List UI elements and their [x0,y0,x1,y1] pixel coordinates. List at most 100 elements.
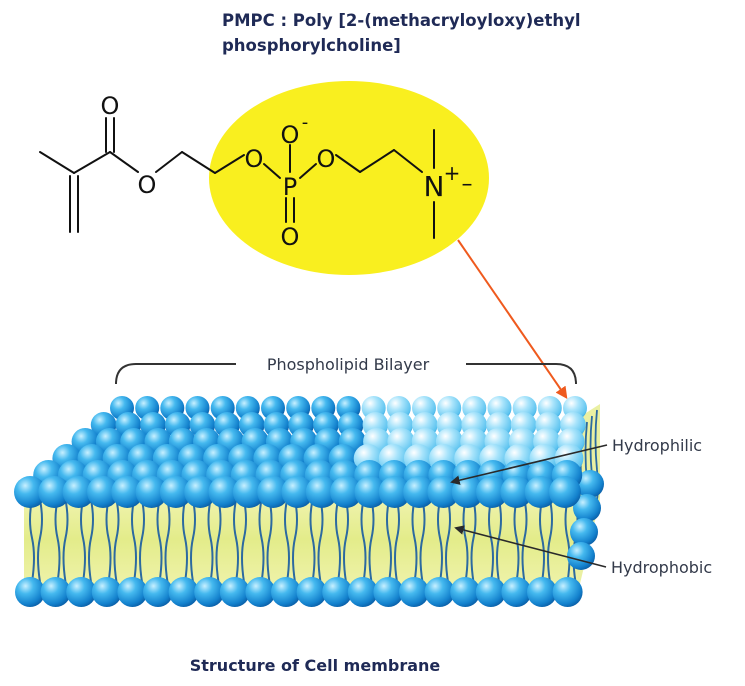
hydrophilic-label: Hydrophilic [612,436,702,455]
lipid-head [62,476,95,508]
phosphorylcholine-highlight [209,81,489,275]
atom-p-o-top-charge: - [302,112,309,133]
bond-p-o-right [299,163,317,179]
lipid-tails [29,409,600,583]
bond-oester-ch2 [155,151,183,173]
lipid-head [184,476,217,508]
atom-n-methyl-dash: – [462,172,473,197]
lipid-head [500,476,533,508]
lipid-tail [105,499,120,583]
lipid-tail [80,499,94,583]
bilayer-label: Phospholipid Bilayer [267,355,430,374]
lipid-head [194,577,225,607]
bond-ch2-o [214,154,245,174]
lipid-head [117,577,148,607]
atom-nitrogen: N [424,170,445,203]
lipid-head [40,577,71,607]
bond-alpha-carbonyl [73,151,111,174]
atom-p-o-top: O [281,121,300,149]
lipid-head [296,577,327,607]
lipid-tail [335,499,349,583]
pmpc-title-line1: PMPC : Poly [2-(methacryloyloxy)ethyl [222,11,581,30]
lipid-head [552,577,583,607]
lipid-head [573,494,601,522]
hydrophobic-core-front [24,486,578,592]
lipid-tail [156,499,171,583]
lipid-head [524,476,557,508]
lipid-tail [29,499,43,583]
lipid-tail [54,499,69,583]
atom-ester-o: O [138,171,157,199]
lipid-head [501,577,532,607]
atom-carbonyl-o: O [101,92,120,120]
lipid-head [208,476,241,508]
hydrophobic-arrow [454,525,607,568]
lipid-tail [411,499,426,583]
lipid-head [168,577,199,607]
lipid-head [271,577,301,607]
bond-methyl [39,151,75,174]
lipid-tail [594,409,600,511]
lipid-tail [386,499,400,583]
pmpc-title-line2: phosphorylcholine] [222,36,401,55]
lipid-head [143,577,173,607]
lipid-head [476,476,508,508]
lipid-head [549,476,581,508]
lipid-head [567,542,595,570]
lipid-head [257,476,290,508]
atom-p-o-bottom: O [281,223,300,251]
cell-membrane [14,396,604,607]
lipid-head [91,577,122,607]
lipid-tail [462,499,477,583]
bond-c-oester [109,151,139,173]
lipid-head [219,577,250,607]
atom-p-o-right: O [317,145,336,173]
lipid-head [14,476,46,508]
lipid-head [305,476,338,508]
lipid-tail [309,499,324,583]
bond-ch2-ch2-b [359,149,395,173]
lipid-tail [284,499,298,583]
bond-ch2-n [393,149,423,173]
pmpc-title: PMPC : Poly [2-(methacryloyloxy)ethyl ph… [222,8,722,58]
lipid-head [111,476,144,508]
lipid-head [87,476,119,508]
lipid-tail [513,499,528,583]
pointer-arrow [457,239,568,399]
bond-o-ch2 [335,154,361,173]
lipid-head [576,470,604,498]
lipid-head [399,577,429,607]
lipid-heads-bottom [15,470,604,607]
lipid-head [330,476,363,508]
lipid-head [15,577,45,607]
lipid-head [450,577,481,607]
lipid-head [570,518,598,546]
lipid-tail [207,499,222,583]
lipid-head [424,577,455,607]
lipid-head [403,476,436,508]
lipid-tail [131,499,145,583]
atom-phosphorus: P [283,173,297,201]
hydrophobic-label: Hydrophobic [611,558,712,577]
lipid-head [66,577,97,607]
lipid-tail [437,499,451,583]
lipid-head [281,476,314,508]
bond-o-p [263,163,281,179]
lipid-tail [182,499,196,583]
lipid-tail [258,499,273,583]
lipid-head [373,577,404,607]
lipid-tail [233,499,247,583]
lipid-tail [539,499,553,583]
figure-caption: Structure of Cell membrane [189,656,441,675]
bond-ch2-ch2 [181,151,216,174]
lipid-head [475,577,506,607]
lipid-head [378,476,411,508]
lipid-head [527,577,557,607]
hydrophilic-arrow [450,444,608,485]
lipid-head [322,577,353,607]
pmpc-structure: O O O O - P O O N + – [39,81,489,275]
lipid-head [38,476,71,508]
lipid-heads-top [14,396,587,508]
lipid-head [354,476,387,508]
